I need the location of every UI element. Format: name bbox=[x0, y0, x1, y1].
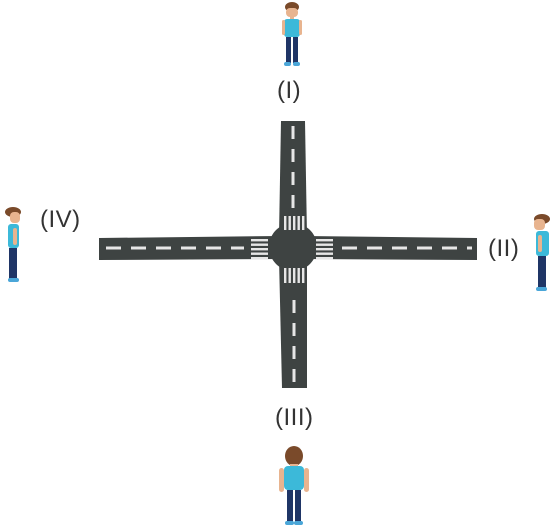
crosswalk-east bbox=[316, 239, 333, 260]
person-icon bbox=[534, 214, 550, 291]
crosswalk-south bbox=[284, 268, 305, 283]
junction bbox=[269, 223, 317, 271]
position-label-bottom: (III) bbox=[275, 404, 314, 431]
person-icon bbox=[282, 2, 302, 66]
lane-markings bbox=[106, 126, 472, 385]
person-icon bbox=[5, 207, 21, 282]
crosswalk-north bbox=[284, 216, 305, 230]
road-east bbox=[304, 236, 477, 260]
crosswalk-west bbox=[251, 239, 268, 260]
crossroads bbox=[99, 121, 477, 388]
position-label-left: (IV) bbox=[40, 206, 81, 233]
position-label-right: (II) bbox=[488, 235, 520, 262]
position-label-top: (I) bbox=[277, 77, 302, 104]
person-icon bbox=[279, 446, 309, 525]
